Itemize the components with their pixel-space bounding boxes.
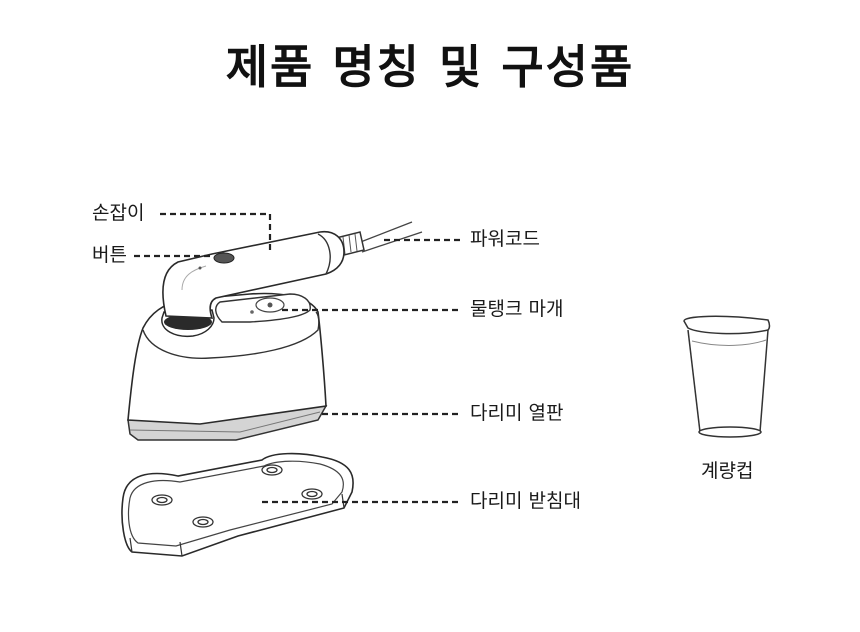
measuring-cup-illustration: [683, 315, 771, 438]
stand-illustration: [121, 452, 354, 557]
page-title: 제품 명칭 및 구성품: [225, 40, 635, 94]
label-tank-cap: 물탱크 마개: [470, 298, 564, 320]
iron-body-illustration: [127, 292, 328, 441]
handle-illustration: [161, 230, 345, 338]
label-handle: 손잡이: [92, 202, 145, 224]
handle-leader: [160, 212, 272, 250]
label-button: 버튼: [92, 244, 127, 266]
label-stand: 다리미 받침대: [470, 490, 581, 512]
label-measuring-cup: 계량컵: [701, 460, 754, 482]
label-power-cord: 파워코드: [470, 228, 540, 250]
label-soleplate: 다리미 열판: [470, 402, 564, 424]
